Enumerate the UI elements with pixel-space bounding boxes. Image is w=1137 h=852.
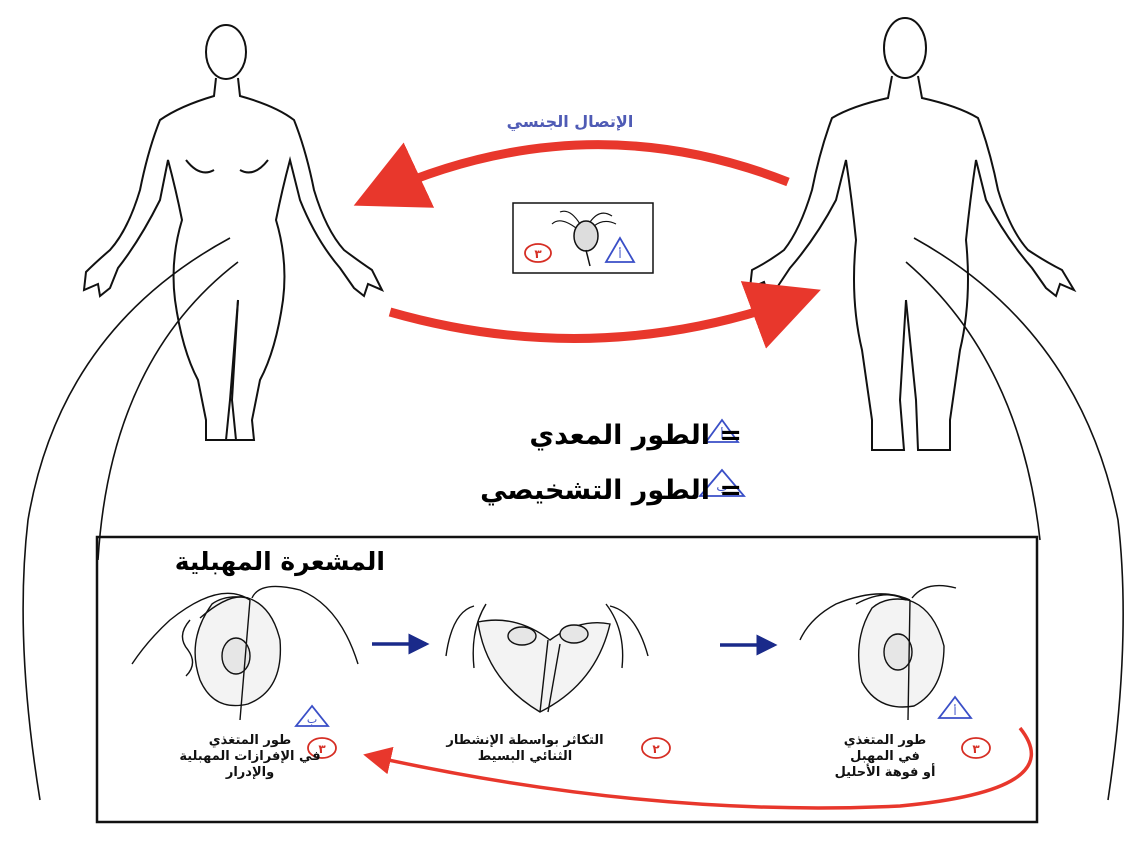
arrow-female-to-male bbox=[390, 296, 804, 338]
left-marker: ب bbox=[307, 713, 317, 726]
legend-infective-stage: = الطور المعدي bbox=[432, 420, 742, 451]
binary-fission bbox=[446, 604, 648, 712]
caption-right-line-2: في المهبل bbox=[810, 749, 960, 765]
center-num: ٣ bbox=[534, 247, 542, 261]
right-num: ٣ bbox=[972, 742, 980, 756]
caption-right-line-1: طور المتغذي bbox=[810, 733, 960, 749]
center-marker: أ bbox=[618, 247, 621, 261]
caption-mid: التكاثر بواسطة الإنشطار الثنائي البسيط bbox=[430, 733, 620, 765]
caption-left-line-1: طور المتغذي bbox=[170, 733, 330, 749]
caption-mid-line-2: الثنائي البسيط bbox=[430, 749, 620, 765]
caption-mid-line-1: التكاثر بواسطة الإنشطار bbox=[430, 733, 620, 749]
caption-left: طور المتغذي في الإفرازات المهبلية والإدر… bbox=[170, 733, 330, 781]
center-icon-box: ٣ أ bbox=[513, 203, 653, 273]
caption-right: طور المتغذي في المهبل أو فوهة الأحليل bbox=[810, 733, 960, 781]
male-figure bbox=[750, 18, 1074, 450]
trophozoite-left bbox=[132, 586, 358, 720]
right-marker: أ bbox=[953, 704, 956, 718]
female-figure bbox=[84, 25, 382, 440]
caption-right-line-3: أو فوهة الأحليل bbox=[810, 765, 960, 781]
mid-num: ٢ bbox=[652, 742, 660, 756]
caption-left-line-2: في الإفرازات المهبلية bbox=[170, 749, 330, 765]
trophozoite-right bbox=[800, 586, 956, 720]
lifecycle-title: المشعرة المهبلية bbox=[120, 547, 385, 576]
arrow-male-to-female bbox=[370, 145, 788, 198]
sexual-contact-label: الإتصال الجنسي bbox=[440, 112, 700, 131]
caption-left-line-3: والإدرار bbox=[170, 765, 330, 781]
legend-diagnostic-stage: = الطور التشخيصي bbox=[372, 475, 742, 506]
